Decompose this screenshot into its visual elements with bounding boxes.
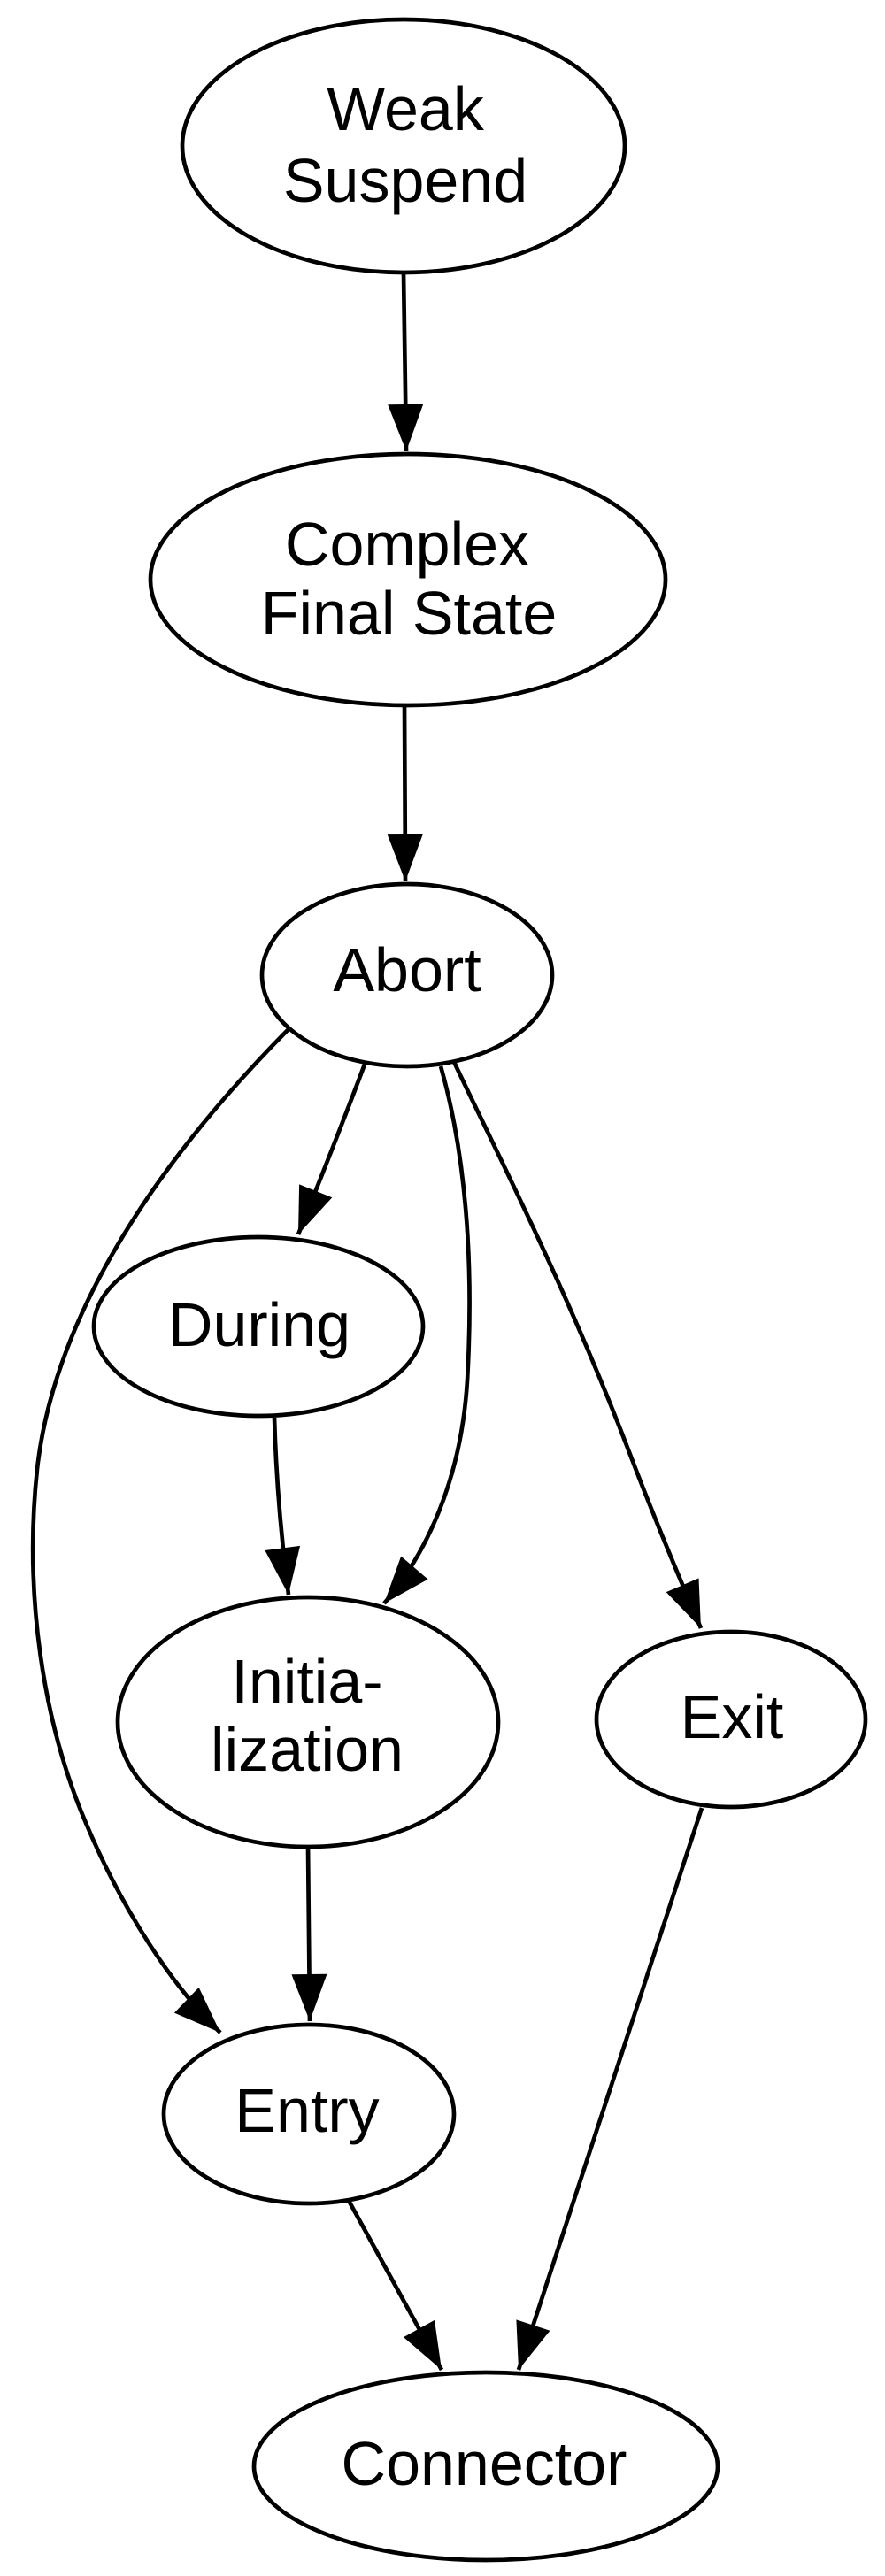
exit-label: Exit [681,1682,784,1751]
during-ellipse [91,1234,426,1419]
nodes-layer: Weak Suspend Complex Final State Abort D… [91,17,868,2563]
node-initialization: Initia- lization [115,1595,501,1849]
edge-complex-final-state-to-abort [387,703,423,882]
node-complex-final-state: Complex Final State [148,451,668,708]
complex-final-state-label-line1: Complex [285,510,529,579]
exit-ellipse [594,1629,868,1810]
node-during: During [91,1234,426,1419]
edge-abort-to-exit [451,1061,704,1629]
entry-ellipse [161,2022,457,2206]
initialization-label-line1: Initia- [231,1647,382,1716]
weak-suspend-label-line1: Weak [327,74,485,143]
node-abort: Abort [259,881,555,1069]
abort-label: Abort [333,935,481,1004]
edge-abort-to-initialization [382,1065,472,1605]
weak-suspend-label-line2: Suspend [283,146,527,215]
connector-label: Connector [342,2429,627,2498]
during-label: During [168,1290,350,1359]
node-connector: Connector [251,2370,720,2563]
edge-during-to-initialization [265,1417,301,1596]
node-entry: Entry [161,2022,457,2206]
node-exit: Exit [594,1629,868,1810]
connector-ellipse [251,2370,720,2563]
edge-entry-to-connector [345,2197,444,2372]
edge-abort-to-entry [30,1027,291,2034]
entry-label: Entry [235,2076,379,2145]
edge-initialization-to-entry [291,1844,327,2022]
initialization-label-line2: lization [211,1715,404,1784]
initialization-ellipse [115,1595,501,1849]
edge-abort-to-during [296,1061,368,1235]
abort-ellipse [259,881,555,1069]
complex-final-state-ellipse [148,451,668,708]
edges-layer [30,272,704,2372]
edge-exit-to-connector [516,1807,704,2371]
weak-suspend-ellipse [180,17,627,275]
node-weak-suspend: Weak Suspend [180,17,627,275]
complex-final-state-label-line2: Final State [261,579,558,648]
edge-weak-suspend-to-complex-final-state [388,272,424,452]
